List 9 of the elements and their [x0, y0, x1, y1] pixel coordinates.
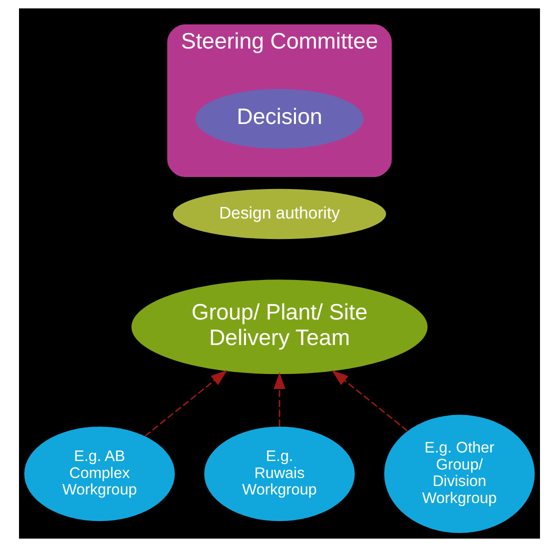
arrow: [332, 370, 408, 432]
arrow: [144, 370, 228, 437]
node-ellipse: E.g. AB Complex Workgroup: [24, 426, 175, 522]
arrow: [274, 372, 286, 426]
node-ellipse: Design authority: [172, 188, 386, 240]
node-ellipse: E.g. Other Group/ Division Workgroup: [384, 414, 535, 533]
node-ellipse: E.g. Ruwais Workgroup: [204, 426, 355, 522]
node-ellipse: Group/ Plant/ Site Delivery Team: [131, 280, 428, 374]
node-ellipse: Decision: [196, 88, 364, 149]
